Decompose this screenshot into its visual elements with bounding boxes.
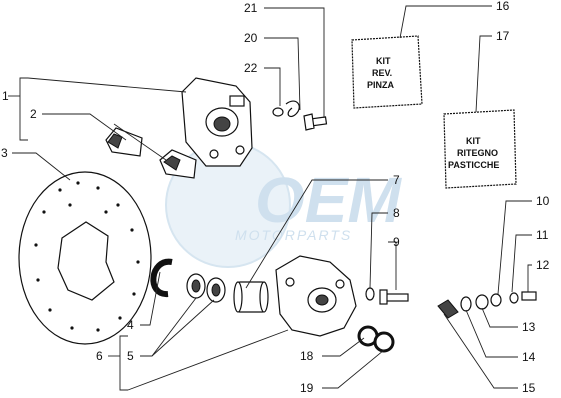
brake-pads[interactable] <box>105 127 197 179</box>
brake-disc[interactable] <box>18 171 152 345</box>
callout-22: 22 <box>244 61 258 75</box>
callout-10: 10 <box>536 194 550 208</box>
seal-ring[interactable] <box>150 258 173 297</box>
kit16-line1: KIT <box>376 56 391 66</box>
callout-4: 4 <box>127 318 134 332</box>
callout-18: 18 <box>300 349 314 363</box>
callout-21: 21 <box>244 1 258 15</box>
callout-3: 3 <box>1 146 8 160</box>
callout-15: 15 <box>522 381 536 395</box>
callout-7: 7 <box>393 173 400 187</box>
callout-13: 13 <box>522 320 536 334</box>
callout-6: 6 <box>96 349 103 363</box>
watermark-subtitle: MOTORPARTS <box>235 227 352 243</box>
callout-2: 2 <box>30 107 37 121</box>
bearings[interactable] <box>186 273 226 303</box>
hub-mount[interactable] <box>275 255 357 337</box>
axle-hardware[interactable] <box>437 291 537 319</box>
kit16-line3: PINZA <box>367 80 395 90</box>
kit16-line2: REV. <box>372 68 392 78</box>
leader-lines <box>8 5 532 391</box>
kit17-line2: RITEGNO <box>457 148 498 158</box>
kit17-line1: KIT <box>466 136 481 146</box>
caliper-body[interactable] <box>181 77 253 167</box>
callout-11: 11 <box>536 228 549 242</box>
callout-16: 16 <box>496 0 510 13</box>
callout-8: 8 <box>393 206 400 220</box>
callout-1: 1 <box>2 89 9 103</box>
callout-20: 20 <box>244 31 258 45</box>
callout-12: 12 <box>536 258 550 272</box>
callout-14: 14 <box>522 350 536 364</box>
hub-seals[interactable] <box>357 325 395 353</box>
kit-bag-16[interactable]: KIT REV. PINZA <box>351 35 423 109</box>
kit17-line3: PASTICCHE <box>448 160 499 170</box>
kit-bag-17[interactable]: KIT RITEGNO PASTICCHE <box>443 109 517 189</box>
caliper-fasteners[interactable] <box>272 100 328 131</box>
callout-labels: 1 2 3 4 5 6 7 8 9 10 11 12 13 14 15 16 1… <box>1 0 550 395</box>
hub-bolt[interactable] <box>365 287 409 305</box>
spacer-bush[interactable] <box>233 281 269 313</box>
callout-5: 5 <box>127 349 134 363</box>
watermark: OEM MOTORPARTS <box>165 142 402 268</box>
watermark-brand: OEM <box>255 164 402 236</box>
callout-19: 19 <box>300 381 314 395</box>
callout-17: 17 <box>496 29 510 43</box>
callout-9: 9 <box>393 235 400 249</box>
